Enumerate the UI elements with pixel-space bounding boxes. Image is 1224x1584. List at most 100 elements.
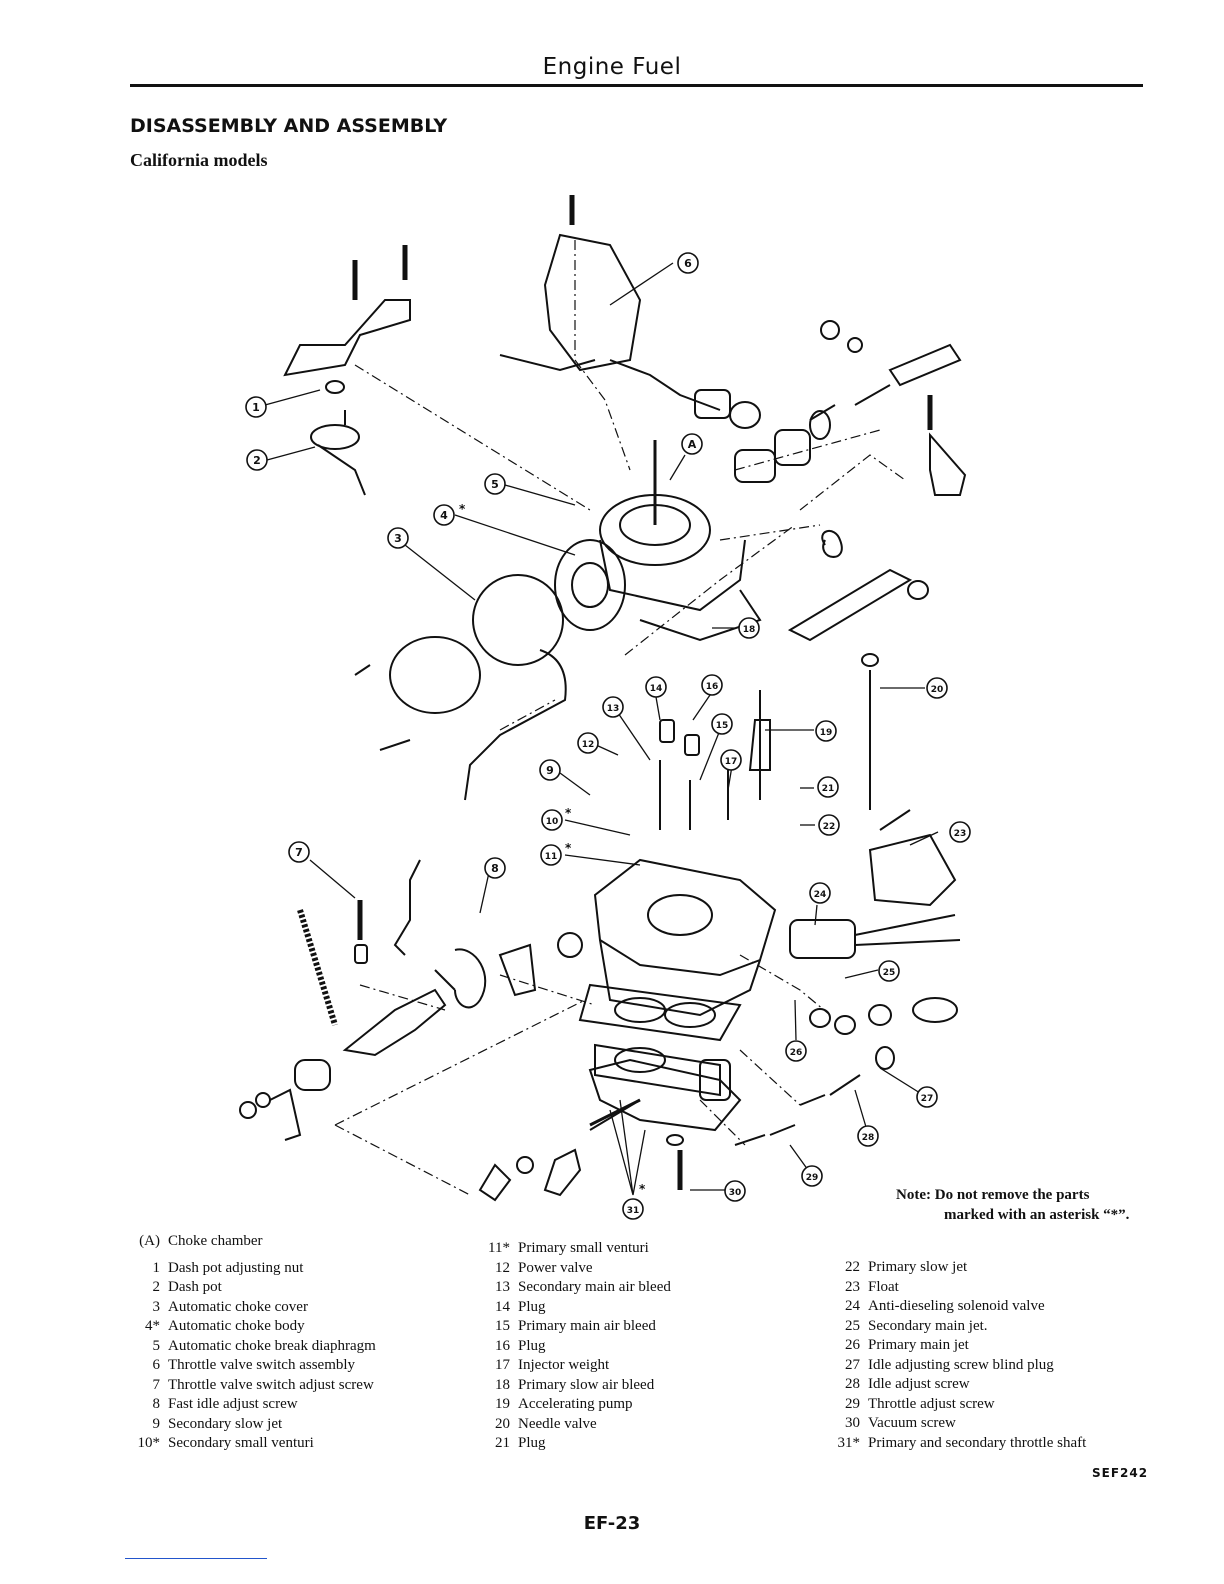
legend-label: Automatic choke body (168, 1318, 305, 1334)
legend-number: 13 (495, 1279, 510, 1295)
legend-number: 31* (837, 1434, 861, 1451)
legend-number: 10* (137, 1435, 161, 1451)
legend-row: 13 Secondary main air bleed (482, 1278, 671, 1298)
legend-label: Float (868, 1278, 899, 1295)
legend-label: Throttle valve switch assembly (168, 1357, 356, 1373)
section-title: DISASSEMBLY AND ASSEMBLY (130, 115, 448, 137)
callout-30: 30 (729, 1188, 742, 1198)
legend-label: Primary slow jet (868, 1259, 968, 1275)
legend-row: 25 Secondary main jet. (832, 1317, 1086, 1337)
callout-17: 17 (725, 757, 738, 767)
legend-label: Injector weight (518, 1357, 610, 1373)
callout-18: 18 (743, 625, 756, 635)
asterisk-4: * (459, 502, 466, 516)
callout-7: 7 (295, 846, 303, 859)
legend-label: Idle adjust screw (868, 1376, 970, 1392)
legend-row: 19 Accelerating pump (482, 1395, 671, 1415)
legend-number: 19 (495, 1396, 510, 1412)
legend-number: 5 (152, 1337, 161, 1354)
page-header-title: Engine Fuel (542, 54, 682, 80)
legend-label: Plug (518, 1298, 546, 1315)
callout-8: 8 (491, 862, 499, 875)
legend-number: 16 (495, 1337, 510, 1354)
legend-number: 3 (152, 1298, 161, 1315)
legend-number: (A) (139, 1233, 160, 1249)
legend-label: Needle valve (518, 1415, 597, 1432)
callout-27: 27 (921, 1094, 934, 1104)
carburetor-exploded-diagram: 1 2 3 4 5 6 7 8 9 10 11 12 13 14 15 16 1… (239, 195, 971, 1220)
legend-label: Secondary main air bleed (518, 1279, 671, 1295)
legend-number: 14 (495, 1298, 510, 1315)
legend-number: 27 (845, 1356, 860, 1373)
legend-label: Plug (518, 1435, 546, 1451)
legend-label: Automatic choke break diaphragm (168, 1337, 376, 1354)
legend-row: 31* Primary and secondary throttle shaft (832, 1434, 1087, 1454)
note-line-2: marked with an asterisk “*”. (944, 1207, 1130, 1223)
legend-number: 25 (845, 1317, 860, 1334)
callout-21: 21 (822, 784, 835, 794)
callout-10: 10 (546, 817, 559, 827)
legend-number: 2 (152, 1279, 161, 1295)
callout-2: 2 (253, 454, 261, 467)
legend-label: Plug (518, 1337, 546, 1354)
legend-row: 5 Automatic choke break diaphragm (132, 1337, 376, 1357)
callout-22: 22 (823, 822, 836, 832)
legend-number: 23 (845, 1278, 860, 1295)
legend-number: 30 (845, 1415, 860, 1431)
legend-label: Primary main jet (868, 1337, 969, 1353)
callout-6: 6 (684, 257, 692, 270)
legend-number: 20 (495, 1415, 510, 1432)
legend-row: 20 Needle valve (482, 1415, 671, 1435)
legend-row: 30 Vacuum screw (832, 1414, 1086, 1434)
legend-label: Secondary small venturi (168, 1435, 314, 1451)
legend-number: 6 (152, 1357, 161, 1373)
legend-row: (A)Choke chamber (132, 1232, 376, 1252)
legend-row: 9 Secondary slow jet (132, 1415, 376, 1435)
legend-label: Accelerating pump (518, 1396, 633, 1412)
legend-label: Primary and secondary throttle shaft (868, 1434, 1087, 1451)
callout-29: 29 (806, 1173, 819, 1183)
legend-number: 7 (152, 1376, 161, 1393)
legend-label: Secondary slow jet (168, 1415, 283, 1432)
legend-label: Dash pot (168, 1279, 222, 1295)
legend-label: Primary main air bleed (518, 1318, 656, 1334)
callout-14: 14 (650, 684, 663, 694)
legend-row: 4*Automatic choke body (132, 1317, 376, 1337)
legend-row: 23 Float (832, 1278, 1086, 1298)
legend-row: 10* Secondary small venturi (132, 1434, 376, 1454)
legend-label: Secondary main jet. (868, 1317, 988, 1334)
callout-16: 16 (706, 682, 719, 692)
legend-number: 1 (152, 1259, 161, 1276)
asterisk-10: * (565, 806, 572, 820)
legend-number: 9 (152, 1415, 161, 1432)
callout-15: 15 (716, 721, 729, 731)
legend-label: Primary slow air bleed (518, 1376, 655, 1393)
legend-number: 24 (845, 1298, 860, 1314)
callout-31: 31 (627, 1206, 640, 1216)
legend-number: 29 (845, 1395, 860, 1412)
legend-label: Vacuum screw (868, 1415, 956, 1431)
legend-row: 14 Plug (482, 1298, 671, 1318)
legend-label: Power valve (518, 1259, 593, 1276)
callout-28: 28 (862, 1133, 875, 1143)
callout-12: 12 (582, 740, 595, 750)
callout-13: 13 (607, 704, 620, 714)
legend-number: 21 (495, 1435, 510, 1451)
callout-26: 26 (790, 1048, 803, 1058)
footer-link-rule (125, 1558, 267, 1559)
legend-row: 21 Plug (482, 1434, 671, 1454)
